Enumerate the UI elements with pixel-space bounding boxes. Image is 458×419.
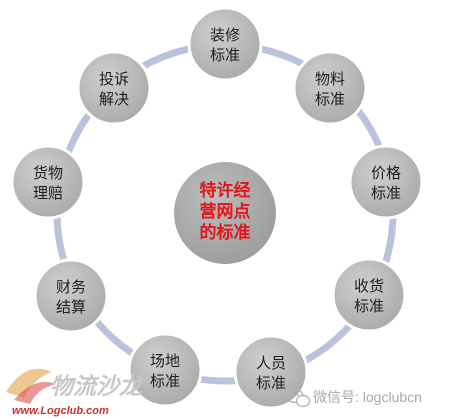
logo-swoosh-icon: [6, 368, 56, 404]
node-circle: [331, 257, 407, 333]
watermark-site-name: 物流沙龙: [50, 373, 145, 400]
node-label-line-2: 标准: [150, 372, 180, 390]
node-label-line-1: 财务: [56, 278, 86, 296]
node-label-line-2: 理赔: [33, 184, 63, 202]
node-circle: [76, 50, 152, 126]
node-label-line-1: 装修: [210, 26, 240, 44]
center-circle: [174, 162, 276, 264]
node-label-line-1: 投诉: [99, 70, 129, 88]
node-label-line-1: 收货: [354, 277, 384, 295]
node-circle: [292, 50, 368, 126]
node-label-line-2: 标准: [210, 46, 240, 64]
node-label-line-1: 价格: [371, 164, 401, 182]
node-label-line-2: 标准: [315, 90, 345, 108]
center-label-line-3: 的标准: [200, 222, 251, 243]
node-label-line-1: 人员: [256, 354, 286, 372]
node-label-line-1: 物料: [315, 70, 345, 88]
node-label-line-2: 解决: [99, 90, 129, 108]
center-label-line-2: 营网点: [200, 201, 251, 222]
watermark: 物流沙龙 www.Logclub.com 微信号: logclubcn: [6, 368, 422, 417]
node-circle: [127, 332, 203, 408]
center-label-line-1: 特许经: [200, 180, 251, 201]
node-circle: [187, 6, 263, 82]
node-label-line-1: 货物: [33, 164, 63, 182]
node-circle: [233, 334, 309, 410]
wechat-icon: [286, 388, 311, 408]
node-label-line-2: 标准: [256, 374, 286, 392]
watermark-site-url: www.Logclub.com: [12, 405, 109, 417]
node-label-line-1: 场地: [150, 352, 180, 370]
node-circle: [10, 144, 86, 220]
node-label-line-2: 标准: [354, 297, 384, 315]
node-label-line-2: 结算: [56, 298, 86, 316]
watermark-wechat-label: 微信号: logclubcn: [313, 389, 422, 405]
node-circle: [33, 258, 109, 334]
node-circle: [348, 144, 424, 220]
center-node: 特许经 营网点 的标准: [174, 162, 276, 264]
node-label-line-2: 标准: [371, 184, 401, 202]
